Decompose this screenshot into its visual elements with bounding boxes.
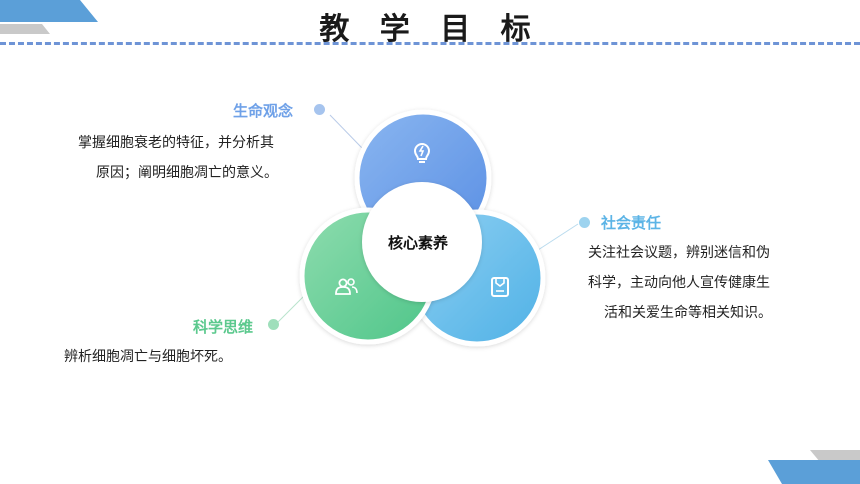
top-left-decoration <box>0 0 98 34</box>
desc-social-line-1: 关注社会议题，辨别迷信和伪 <box>588 245 770 261</box>
label-social: 社会责任 <box>601 214 662 232</box>
connector-science <box>277 295 305 323</box>
center-label: 核心素养 <box>388 234 449 252</box>
desc-life-line-1: 掌握细胞衰老的特征，并分析其 <box>78 135 274 151</box>
desc-social-line-2: 科学，主动向他人宣传健康生 <box>588 275 770 291</box>
connector-social <box>537 223 579 251</box>
desc-life-line-2: 原因；阐明细胞凋亡的意义。 <box>96 165 278 181</box>
dot-life <box>314 104 325 115</box>
title-divider <box>0 42 860 45</box>
center-circle <box>362 182 482 302</box>
lightbulb-icon <box>413 143 431 163</box>
desc-social: 关注社会议题，辨别迷信和伪 科学，主动向他人宣传健康生 活和关爱生命等相关知识。 <box>588 238 818 328</box>
badge-icon <box>491 277 509 297</box>
label-life: 生命观念 <box>233 102 294 120</box>
dot-science <box>268 319 279 330</box>
desc-science-line-1: 辨析细胞凋亡与细胞坏死。 <box>64 349 232 365</box>
page-title: 教 学 目 标 <box>319 12 541 47</box>
desc-social-line-3: 活和关爱生命等相关知识。 <box>604 305 772 321</box>
desc-life: 掌握细胞衰老的特征，并分析其 原因；阐明细胞凋亡的意义。 <box>78 128 318 188</box>
dot-social <box>579 217 590 228</box>
connector-life <box>329 114 363 149</box>
desc-science: 辨析细胞凋亡与细胞坏死。 <box>64 342 304 372</box>
people-icon <box>335 278 358 295</box>
label-science: 科学思维 <box>193 318 254 336</box>
bottom-right-decoration <box>768 450 860 484</box>
